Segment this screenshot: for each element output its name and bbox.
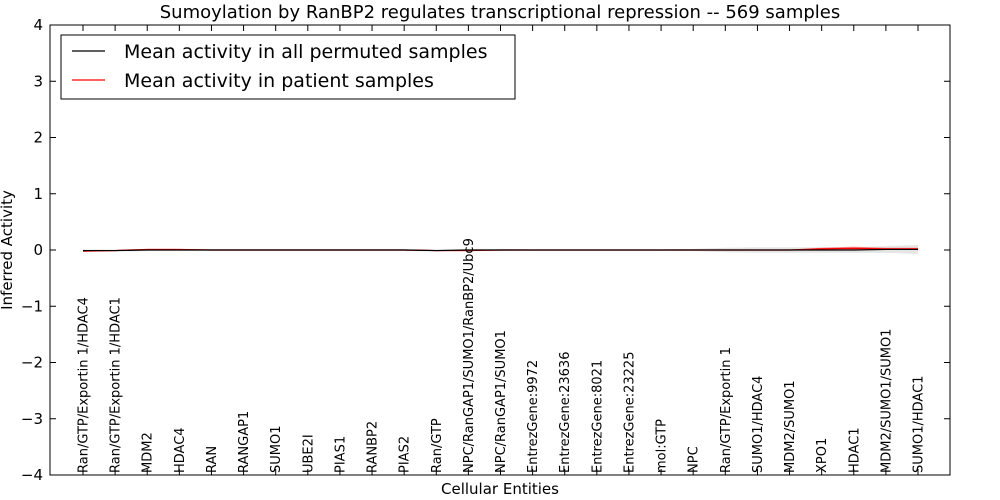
category-label: SUMO1/HDAC1 [912,376,927,473]
category-label: RAN [205,446,220,473]
y-tick-label: −2 [21,354,43,372]
legend: Mean activity in all permuted samples Me… [60,34,516,100]
category-labels: Ran/GTP/Exportin 1/HDAC4 Ran/GTP/Exportin… [77,25,927,475]
category-label: MDM2 [141,432,156,473]
category-label: NPC/RanGAP1/SUMO1 [494,330,509,473]
category-label: EntrezGene:23225 [622,352,637,473]
category-label: mol:GTP [655,419,670,473]
y-tick-label: 1 [33,185,43,203]
category-label: Ran/GTP/Exportin 1/HDAC1 [109,297,124,473]
y-axis-label: Inferred Activity [0,190,16,310]
y-axis-ticks: −4 −3 −2 −1 0 1 2 3 4 [21,16,950,484]
x-axis-label: Cellular Entities [441,480,559,498]
category-label: XPO1 [815,438,830,473]
y-tick-label: −4 [21,466,43,484]
category-label: RANBP2 [366,421,381,473]
legend-box [60,34,516,100]
category-label: SUMO1/HDAC4 [751,376,766,473]
y-tick-label: −1 [21,297,43,315]
y-tick-label: 2 [33,129,43,147]
category-label: MDM2/SUMO1 [783,380,798,473]
legend-label-permuted: Mean activity in all permuted samples [124,41,487,63]
category-label: PIAS2 [398,436,413,473]
category-label: NPC/RanGAP1/SUMO1/RanBP2/Ubc9 [462,238,477,473]
series-line-0 [83,248,918,252]
category-label: Ran/GTP/Exportin 1/HDAC4 [77,297,92,473]
y-tick-label: −3 [21,410,43,428]
category-label: EntrezGene:8021 [590,360,605,473]
category-label: PIAS1 [333,436,348,473]
y-tick-label: 4 [33,16,43,34]
category-label: RANGAP1 [237,411,252,473]
category-label: Ran/GTP/Exportin 1 [719,347,734,473]
y-tick-label: 0 [33,241,43,259]
category-label: HDAC4 [173,427,188,473]
legend-label-patient: Mean activity in patient samples [124,70,434,92]
category-label: HDAC1 [847,427,862,473]
series-lines [82,247,918,252]
chart-title: Sumoylation by RanBP2 regulates transcri… [160,2,841,23]
category-label: NPC [687,446,702,473]
category-label: MDM2/SUMO1/SUMO1 [879,329,894,473]
category-label: Ran/GTP [430,418,445,473]
category-label: SUMO1 [269,426,284,474]
category-label: UBE2I [301,434,316,473]
y-tick-label: 3 [33,72,43,90]
category-label: EntrezGene:9972 [526,360,541,473]
category-label: EntrezGene:23636 [558,352,573,473]
